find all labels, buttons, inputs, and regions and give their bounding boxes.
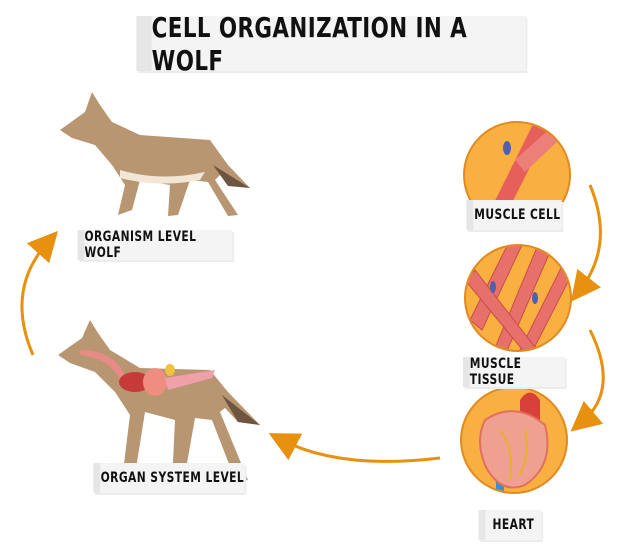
label-organism-level-wolf: ORGANISM LEVEL WOLF: [77, 229, 233, 261]
arrow-heart-to-organ-system: [268, 433, 441, 463]
liver-icon: [119, 372, 151, 392]
heart-illustration: [460, 386, 568, 494]
wolf-organism-illustration: [60, 92, 250, 216]
page-title: CELL ORGANIZATION IN A WOLF: [136, 11, 526, 77]
wolf-organ-system-illustration: [58, 320, 260, 482]
label-heart: HEART: [478, 510, 542, 540]
arrow-cell-to-tissue: [570, 184, 602, 302]
label-muscle-tissue: MUSCLE TISSUE: [463, 356, 565, 388]
label-muscle-cell: MUSCLE CELL: [466, 200, 562, 230]
flow-arrows: [20, 184, 605, 463]
arrow-organ-system-to-organism: [20, 230, 59, 356]
label-organ-system-level: ORGAN SYSTEM LEVEL: [93, 463, 245, 493]
arrow-tissue-to-heart: [570, 329, 605, 432]
muscle-tissue-illustration: [464, 244, 572, 352]
